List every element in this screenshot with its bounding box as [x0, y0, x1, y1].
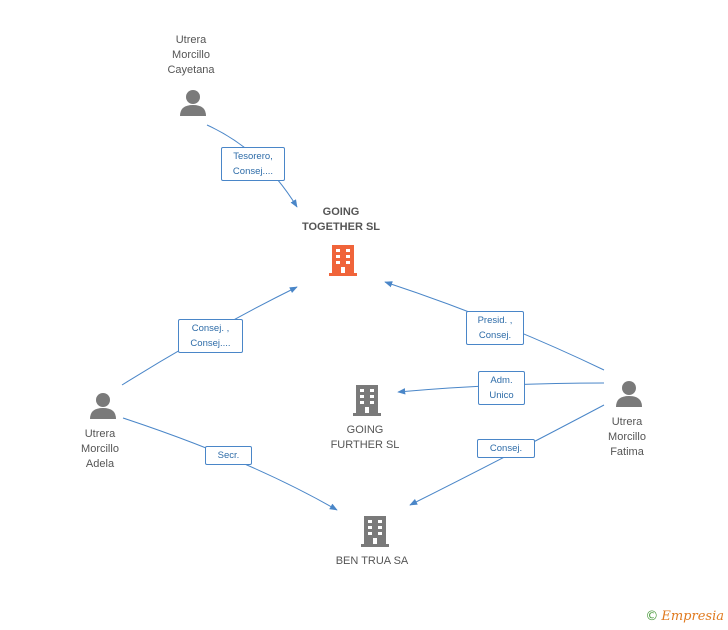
relation-label-consej-fatima[interactable]: Consej.: [477, 439, 535, 458]
building-icon[interactable]: [327, 243, 359, 277]
person-icon[interactable]: [88, 391, 118, 421]
person-icon[interactable]: [178, 88, 208, 118]
company-label-going-further[interactable]: GOING FURTHER SL: [330, 424, 400, 451]
person-label-fatima[interactable]: Utrera Morcillo Fatima: [608, 416, 646, 458]
person-label-cayetana[interactable]: Utrera Morcillo Cayetana: [167, 34, 215, 76]
person-label-adela[interactable]: Utrera Morcillo Adela: [81, 428, 119, 470]
relation-label-consej-adela[interactable]: Consej. , Consej....: [178, 319, 243, 353]
relation-label-adm-unico[interactable]: Adm. Unico: [478, 371, 525, 405]
relation-label-tesorero[interactable]: Tesorero, Consej....: [221, 147, 285, 181]
relation-label-secr[interactable]: Secr.: [205, 446, 252, 465]
company-label-going-together[interactable]: GOING TOGETHER SL: [301, 206, 381, 233]
brand-logo: ©Empresia: [645, 609, 724, 624]
relation-label-presid[interactable]: Presid. , Consej.: [466, 311, 524, 345]
company-label-ben-trua[interactable]: BEN TRUA SA: [335, 555, 409, 567]
building-icon[interactable]: [351, 383, 383, 417]
building-icon[interactable]: [359, 514, 391, 548]
person-icon[interactable]: [614, 379, 644, 409]
